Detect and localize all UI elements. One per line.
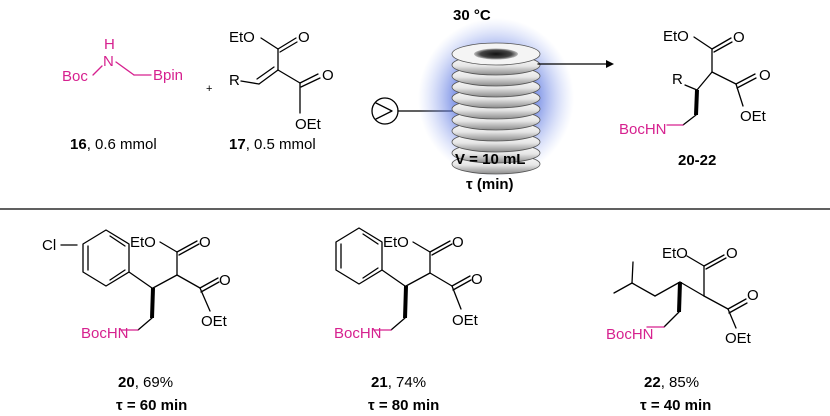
pump-icon (371, 97, 399, 125)
bochn-label: BocHN (606, 326, 654, 343)
phenyl-ring (335, 227, 383, 285)
reactor-coil-icon (451, 42, 541, 175)
reagent-16-caption: 16, 0.6 mmol (70, 136, 157, 153)
eto-label: EtO (662, 245, 688, 262)
r-label: R (672, 71, 683, 88)
oet-label: OEt (201, 313, 228, 330)
product-generic-structure: EtO O R O OEt BocHN 20-22 (619, 28, 771, 169)
carbonyl-o-label: O (298, 29, 310, 46)
residence-time-label: τ (min) (466, 176, 514, 193)
product-20-structure: Cl EtO O O OEt BocHN 20, 69% τ = 60 min (42, 229, 231, 414)
product-21-structure: EtO O O OEt BocHN 21, 74% τ = 80 min (334, 227, 483, 414)
bpin-label: Bpin (153, 67, 183, 84)
bond-n-ch2 (115, 61, 135, 76)
carbonyl-o-label-2: O (759, 67, 771, 84)
carbonyl-o-label-2: O (322, 67, 334, 84)
carbonyl-o-label: O (452, 234, 464, 251)
product-22-tau: τ = 40 min (640, 397, 711, 414)
product-21-tau: τ = 80 min (368, 397, 439, 414)
oet-label: OEt (452, 312, 479, 329)
carbonyl-o-label-2: O (219, 272, 231, 289)
carbonyl-o-label-2: O (471, 271, 483, 288)
volume-label: V = 10 mL (455, 151, 525, 168)
eto-label: EtO (229, 29, 255, 46)
outlet-arrowhead-icon (606, 60, 614, 68)
eto-label: EtO (383, 234, 409, 251)
chlorophenyl-ring (82, 229, 130, 287)
nitrogen-label: N (103, 53, 114, 70)
carbonyl-o-label: O (199, 234, 211, 251)
product-22-structure: EtO O O OEt BocHN 22, 85% τ = 40 min (606, 245, 759, 414)
bochn-label: BocHN (81, 325, 129, 342)
oet-label: OEt (740, 108, 767, 125)
bochn-label: BocHN (619, 121, 667, 138)
carbonyl-o-label: O (726, 245, 738, 262)
bochn-label: BocHN (334, 325, 382, 342)
product-20-tau: τ = 60 min (116, 397, 187, 414)
eto-label: EtO (663, 28, 689, 45)
reagent-17-caption: 17, 0.5 mmol (229, 136, 316, 153)
reagent-16-structure: Boc N H Bpin 16, 0.6 mmol (62, 36, 183, 153)
product-22-yield: 22, 85% (644, 374, 699, 391)
oet-label: OEt (295, 116, 322, 133)
pump-arrow-icon (375, 102, 393, 120)
bond-boc-n (92, 65, 103, 76)
product-range-label: 20-22 (678, 152, 716, 169)
boc-label: Boc (62, 68, 88, 85)
carbonyl-o-label-2: O (747, 287, 759, 304)
product-20-yield: 20, 69% (118, 374, 173, 391)
product-21-yield: 21, 74% (371, 374, 426, 391)
chloro-label: Cl (42, 237, 56, 254)
carbonyl-o-label: O (733, 29, 745, 46)
r-label: R (229, 72, 240, 89)
oet-label: OEt (725, 330, 752, 347)
plus-sign: + (206, 83, 212, 95)
hydrogen-label: H (104, 36, 115, 53)
reagent-17-structure: EtO O R O OEt 17, 0.5 mmol (229, 29, 334, 153)
flow-reactor: 30 °C V = 10 mL τ (min) (371, 7, 614, 193)
eto-label: EtO (130, 234, 156, 251)
